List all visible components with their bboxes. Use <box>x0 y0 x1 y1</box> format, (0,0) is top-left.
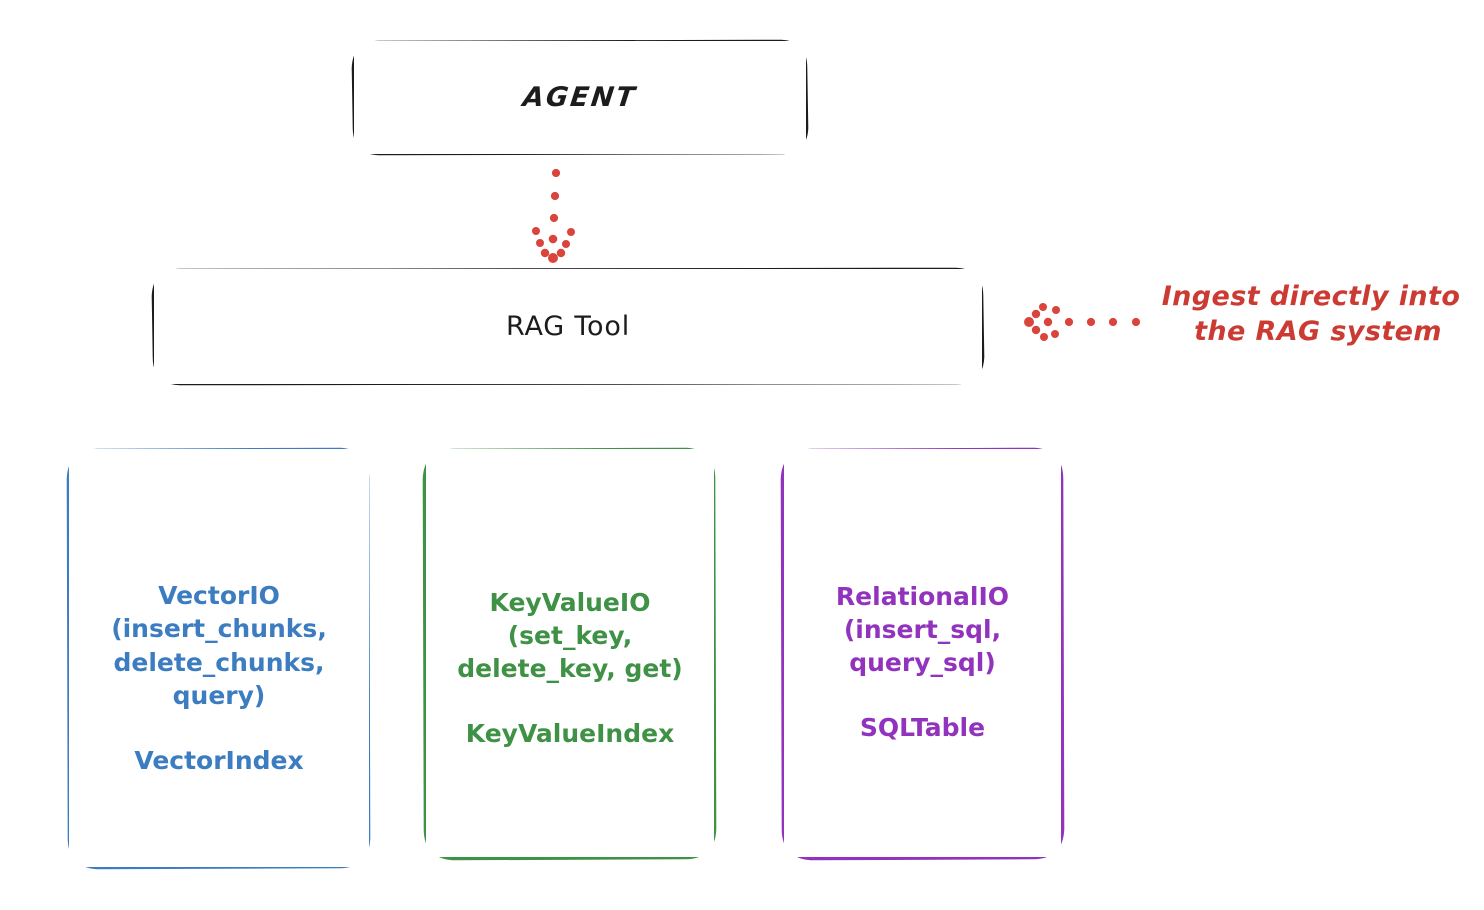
rag-tool-label: RAG Tool <box>505 310 630 342</box>
vector-io-node[interactable]: VectorIO (insert_chunks, delete_chunks, … <box>69 449 369 867</box>
vector-io-content: VectorIO (insert_chunks, delete_chunks, … <box>111 579 327 775</box>
relational-io-content: RelationalIO (insert_sql, query_sql) SQL… <box>836 580 1009 743</box>
agent-label: AGENT <box>521 81 639 113</box>
relational-io-node[interactable]: RelationalIO (insert_sql, query_sql) SQL… <box>784 449 1061 857</box>
rag-tool-node[interactable]: RAG Tool <box>154 269 982 384</box>
relational-io-api-label: RelationalIO (insert_sql, query_sql) <box>835 581 1010 678</box>
agent-to-ragtool-arrow <box>532 168 575 263</box>
relational-io-index-label: SQLTable <box>859 713 986 743</box>
key-value-io-content: KeyValueIO (set_key, delete_key, get) Ke… <box>457 586 682 749</box>
vector-io-api-label: VectorIO (insert_chunks, delete_chunks, … <box>111 581 327 710</box>
key-value-io-api-label: KeyValueIO (set_key, delete_key, get) <box>457 587 683 684</box>
ingest-note-arrow <box>1024 303 1141 341</box>
ingest-annotation-line1: Ingest directly into <box>1161 281 1461 312</box>
ingest-annotation: Ingest directly into the RAG system <box>1146 279 1476 349</box>
key-value-io-node[interactable]: KeyValueIO (set_key, delete_key, get) Ke… <box>426 449 714 857</box>
agent-node[interactable]: AGENT <box>354 41 806 154</box>
key-value-io-index-label: KeyValueIndex <box>465 719 675 749</box>
vector-io-index-label: VectorIndex <box>134 746 304 775</box>
ingest-annotation-line2: the RAG system <box>1194 316 1442 348</box>
